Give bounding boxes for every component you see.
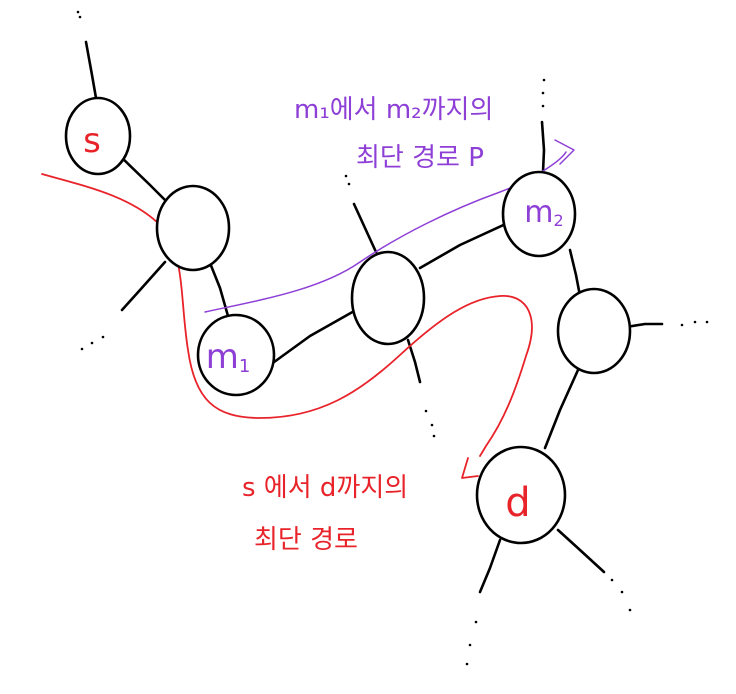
node-s: [64, 96, 132, 176]
node-m1: [196, 313, 276, 397]
edge-m2-to-n6: [568, 248, 582, 298]
purple-annotation-line2: 최단 경로 P: [356, 143, 484, 173]
node-s-label: s: [83, 121, 101, 161]
red-annotation-line2: 최단 경로: [254, 525, 358, 555]
node-m1-label: m1: [206, 337, 251, 377]
purple-annotation-line1: m₁에서 m₂까지의: [294, 95, 493, 125]
red-annotation-line1: s 에서 d까지의: [242, 473, 408, 503]
edge-n2-to-m1: [206, 256, 230, 318]
node-n6: [556, 287, 632, 375]
node-d-label: d: [505, 480, 530, 526]
continuation-dots: [76, 10, 709, 666]
edge-n2-left: [120, 260, 167, 312]
node-d: [475, 445, 567, 545]
edge-n4-bottom: [406, 338, 422, 384]
red-arrowhead: [461, 457, 479, 479]
node-m2: [501, 170, 577, 258]
node-n4: [350, 250, 426, 346]
edge-m2-top: [540, 120, 546, 174]
node-m2-label: m2: [524, 195, 563, 230]
edge-n6-to-d: [543, 368, 580, 450]
edge-n6-right: [624, 322, 664, 329]
shortest-path-s-to-d: [41, 173, 533, 457]
purple-arrowhead: [554, 139, 575, 165]
edge-d-right: [556, 528, 606, 574]
edge-d-left: [478, 538, 502, 594]
edge-n4-top: [352, 202, 378, 254]
node-n2: [155, 184, 231, 272]
graph-edges: [84, 40, 664, 594]
edge-m1-to-n4: [268, 308, 358, 367]
edge-top-to-s: [84, 40, 98, 100]
edge-n4-to-m2: [418, 220, 512, 270]
